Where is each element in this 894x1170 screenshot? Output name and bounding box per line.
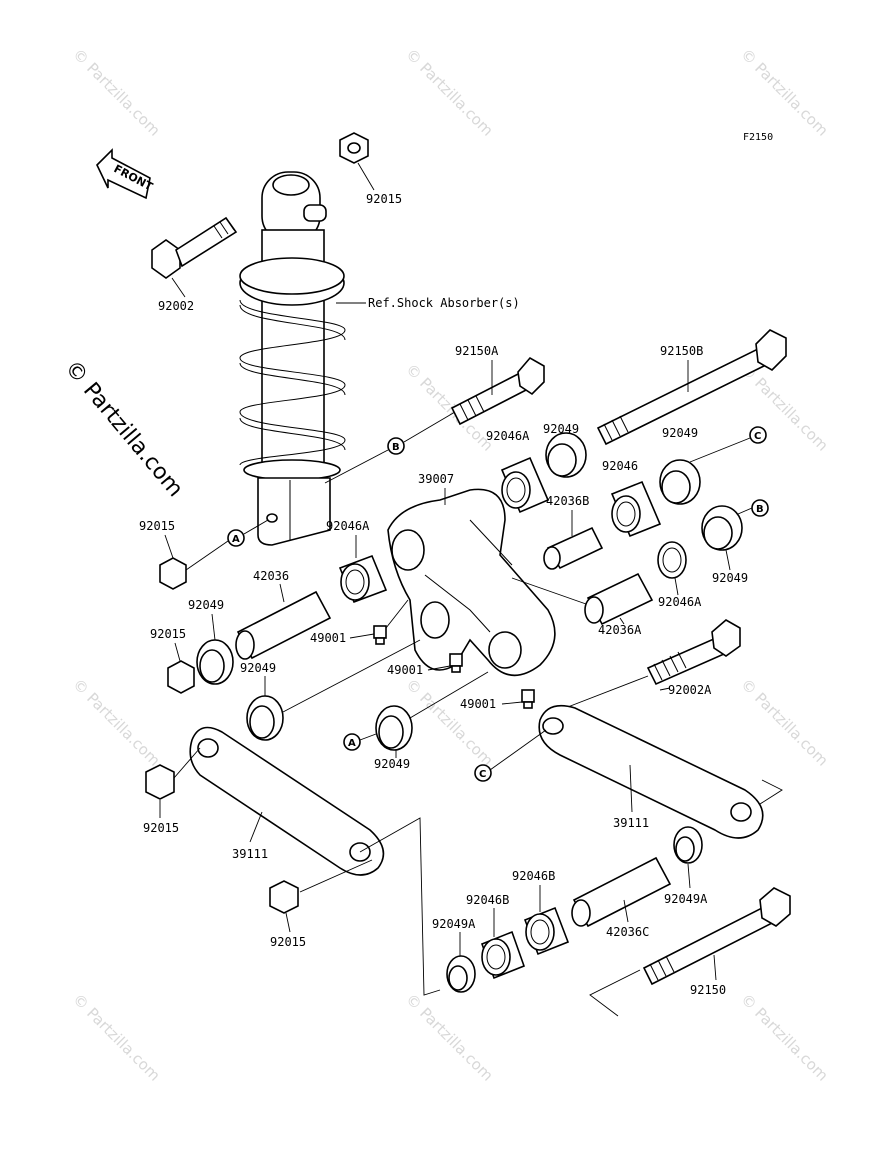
part-label-49001: 49001 xyxy=(460,697,496,711)
nut-icon xyxy=(269,880,299,914)
copyright-text: © Partzilla.com xyxy=(59,356,187,502)
part-label-92049: 92049 xyxy=(374,757,410,771)
part-label-92015: 92015 xyxy=(150,627,186,641)
washer-icon xyxy=(659,459,701,505)
washer-icon xyxy=(545,432,587,478)
watermark: © Partzilla.com xyxy=(737,990,832,1085)
part-label-92049: 92049 xyxy=(240,661,276,675)
nut-icon xyxy=(167,660,195,694)
front-arrow-icon: FRONT xyxy=(96,148,155,200)
watermark: © Partzilla.com xyxy=(402,675,497,770)
part-label-42036A: 42036A xyxy=(598,623,642,637)
callout-a: A xyxy=(348,738,356,749)
part-label-49001: 49001 xyxy=(310,631,346,645)
collar-icon xyxy=(543,526,604,570)
bolt-icon xyxy=(642,887,791,986)
bearing-icon xyxy=(500,456,550,514)
callout-b: B xyxy=(392,442,400,453)
callout-b: B xyxy=(756,504,764,515)
part-label-42036B: 42036B xyxy=(546,494,589,508)
part-label-92049: 92049 xyxy=(662,426,698,440)
part-label-92049A: 92049A xyxy=(664,892,708,906)
callout-c: C xyxy=(479,769,486,780)
grease-nipple-icon xyxy=(449,653,463,673)
part-label-42036C: 42036C xyxy=(606,925,649,939)
washer-icon xyxy=(446,955,476,993)
bearing-icon xyxy=(610,480,662,538)
part-label-39111: 39111 xyxy=(613,816,649,830)
rocker-arm-icon xyxy=(387,488,556,677)
watermark: © Partzilla.com xyxy=(69,990,164,1085)
washer-icon xyxy=(196,639,234,685)
watermark: © Partzilla.com xyxy=(69,45,164,140)
part-label-92046B: 92046B xyxy=(466,893,509,907)
part-label-92015: 92015 xyxy=(366,192,402,206)
washer-icon xyxy=(673,826,703,864)
part-label-92046A: 92046A xyxy=(326,519,370,533)
bearing-icon xyxy=(480,930,526,980)
watermark: © Partzilla.com xyxy=(402,990,497,1085)
part-label-39007: 39007 xyxy=(418,472,454,486)
nut-icon xyxy=(159,557,187,590)
part-label-92015: 92015 xyxy=(143,821,179,835)
figure-code: F2150 xyxy=(743,132,773,143)
part-label-92049A: 92049A xyxy=(432,917,476,931)
part-label-92049: 92049 xyxy=(188,598,224,612)
watermark: © Partzilla.com xyxy=(69,675,164,770)
nut-icon xyxy=(339,132,369,164)
collar-icon xyxy=(571,856,672,928)
washer-icon xyxy=(375,705,413,751)
collar-icon xyxy=(584,572,654,626)
shock-absorber-icon xyxy=(239,171,346,546)
part-label-92150A: 92150A xyxy=(455,344,499,358)
part-label-92046A: 92046A xyxy=(486,429,530,443)
washer-icon xyxy=(701,505,743,551)
bolt-icon xyxy=(596,329,787,446)
bolt-icon xyxy=(151,216,238,279)
bolt-icon xyxy=(450,356,545,426)
part-label-92015: 92015 xyxy=(270,935,306,949)
collar-icon xyxy=(235,590,332,660)
part-label-92046B: 92046B xyxy=(512,869,555,883)
watermark: © Partzilla.com xyxy=(737,675,832,770)
part-label-92049: 92049 xyxy=(543,422,579,436)
part-label-92046: 92046 xyxy=(602,459,638,473)
grease-nipple-icon xyxy=(521,689,535,709)
part-label-92150B: 92150B xyxy=(660,344,703,358)
part-label-92046A: 92046A xyxy=(658,595,702,609)
bearing-icon xyxy=(338,554,388,604)
nut-icon xyxy=(145,764,175,800)
part-label-92049: 92049 xyxy=(712,571,748,585)
part-label-92002A: 92002A xyxy=(668,683,712,697)
bearing-icon xyxy=(657,541,687,579)
washer-icon xyxy=(246,695,284,741)
watermark: © Partzilla.com xyxy=(402,45,497,140)
callout-c: C xyxy=(754,431,761,442)
reference-note: Ref.Shock Absorber(s) xyxy=(368,296,520,310)
grease-nipple-icon xyxy=(373,625,387,645)
tie-rod-icon xyxy=(189,726,385,876)
bearing-icon xyxy=(523,906,570,956)
part-label-92002: 92002 xyxy=(158,299,194,313)
part-label-92150: 92150 xyxy=(690,983,726,997)
bolt-icon xyxy=(646,619,741,686)
callout-a: A xyxy=(232,534,240,545)
part-label-49001: 49001 xyxy=(387,663,423,677)
part-label-42036: 42036 xyxy=(253,569,289,583)
watermark: © Partzilla.com xyxy=(737,45,832,140)
part-label-92015: 92015 xyxy=(139,519,175,533)
part-label-39111: 39111 xyxy=(232,847,268,861)
tie-rod-icon xyxy=(538,704,764,839)
